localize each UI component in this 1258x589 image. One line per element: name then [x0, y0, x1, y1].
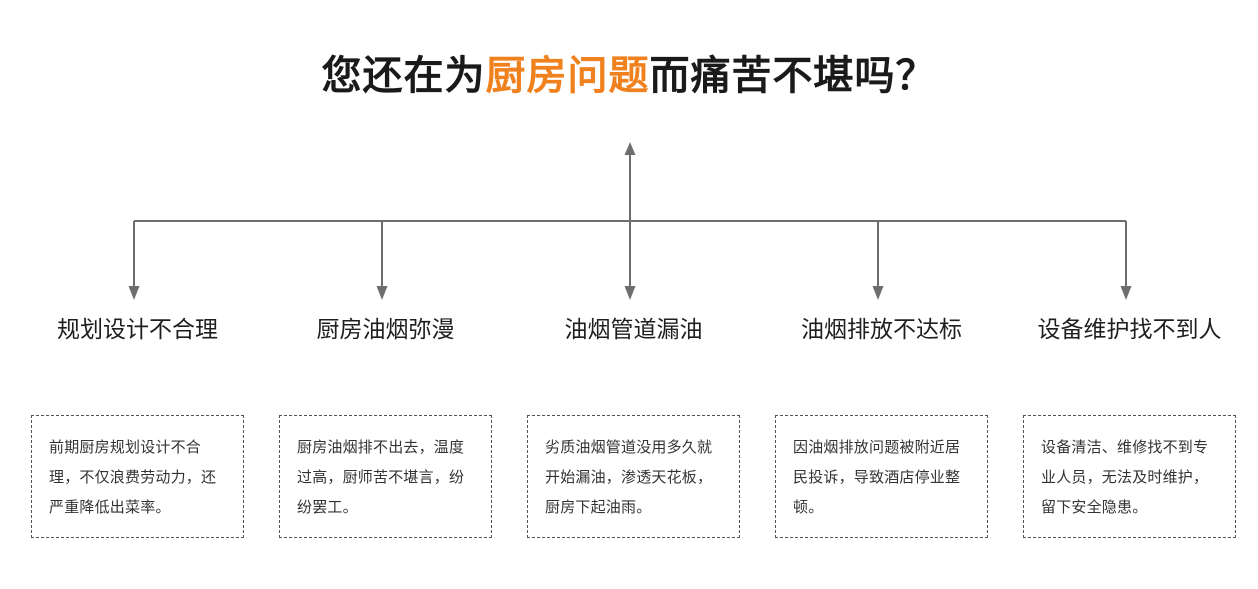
branch-arrow-4	[872, 221, 884, 300]
problem-body-1: 前期厨房规划设计不合理，不仅浪费劳动力，还严重降低出菜率。	[49, 437, 217, 516]
page-title-area: 您还在为厨房问题而痛苦不堪吗？	[0, 52, 1258, 100]
page-title-highlight: 厨房问题	[485, 53, 650, 99]
problem-box-2: 厨房油烟排不出去，温度过高，厨师苦不堪言，纷纷罢工。	[279, 415, 492, 538]
problem-box-1: 前期厨房规划设计不合理，不仅浪费劳动力，还严重降低出菜率。	[31, 415, 244, 538]
problem-body-4: 因油烟排放问题被附近居民投诉，导致酒店停业整顿。	[793, 437, 961, 516]
branch-arrow-3	[624, 221, 636, 300]
problem-heading-2: 厨房油烟弥漫	[316, 317, 455, 344]
problem-box-5: 设备清洁、维修找不到专业人员，无法及时维护，留下安全隐患。	[1023, 415, 1236, 538]
problem-body-3: 劣质油烟管道没用多久就开始漏油，渗透天花板，厨房下起油雨。	[545, 437, 713, 516]
page-title-prefix: 您还在为	[321, 53, 486, 99]
problem-columns: 规划设计不合理 前期厨房规划设计不合理，不仅浪费劳动力，还严重降低出菜率。 厨房…	[0, 310, 1258, 538]
problem-heading-5: 设备维护找不到人	[1037, 317, 1222, 344]
problem-column-1: 规划设计不合理 前期厨房规划设计不合理，不仅浪费劳动力，还严重降低出菜率。	[30, 310, 245, 538]
branch-arrow-5	[1120, 221, 1132, 300]
problem-box-4: 因油烟排放问题被附近居民投诉，导致酒店停业整顿。	[775, 415, 988, 538]
stem-up-arrow	[624, 142, 636, 221]
problem-column-5: 设备维护找不到人 设备清洁、维修找不到专业人员，无法及时维护，留下安全隐患。	[1022, 310, 1237, 538]
page-title-suffix: 而痛苦不堪吗？	[649, 53, 937, 99]
problem-column-2: 厨房油烟弥漫 厨房油烟排不出去，温度过高，厨师苦不堪言，纷纷罢工。	[278, 310, 493, 538]
problem-heading-1: 规划设计不合理	[57, 317, 218, 344]
connector-diagram	[128, 142, 1132, 300]
problem-heading-3: 油烟管道漏油	[564, 317, 703, 344]
problem-body-2: 厨房油烟排不出去，温度过高，厨师苦不堪言，纷纷罢工。	[297, 437, 465, 516]
problem-box-3: 劣质油烟管道没用多久就开始漏油，渗透天花板，厨房下起油雨。	[527, 415, 740, 538]
branch-arrow-1	[128, 221, 140, 300]
branch-arrow-2	[376, 221, 388, 300]
problem-body-5: 设备清洁、维修找不到专业人员，无法及时维护，留下安全隐患。	[1041, 437, 1209, 516]
problem-column-3: 油烟管道漏油 劣质油烟管道没用多久就开始漏油，渗透天花板，厨房下起油雨。	[526, 310, 741, 538]
problem-heading-4: 油烟排放不达标	[801, 317, 962, 344]
page-title: 您还在为厨房问题而痛苦不堪吗？	[0, 52, 1258, 100]
problem-column-4: 油烟排放不达标 因油烟排放问题被附近居民投诉，导致酒店停业整顿。	[774, 310, 989, 538]
